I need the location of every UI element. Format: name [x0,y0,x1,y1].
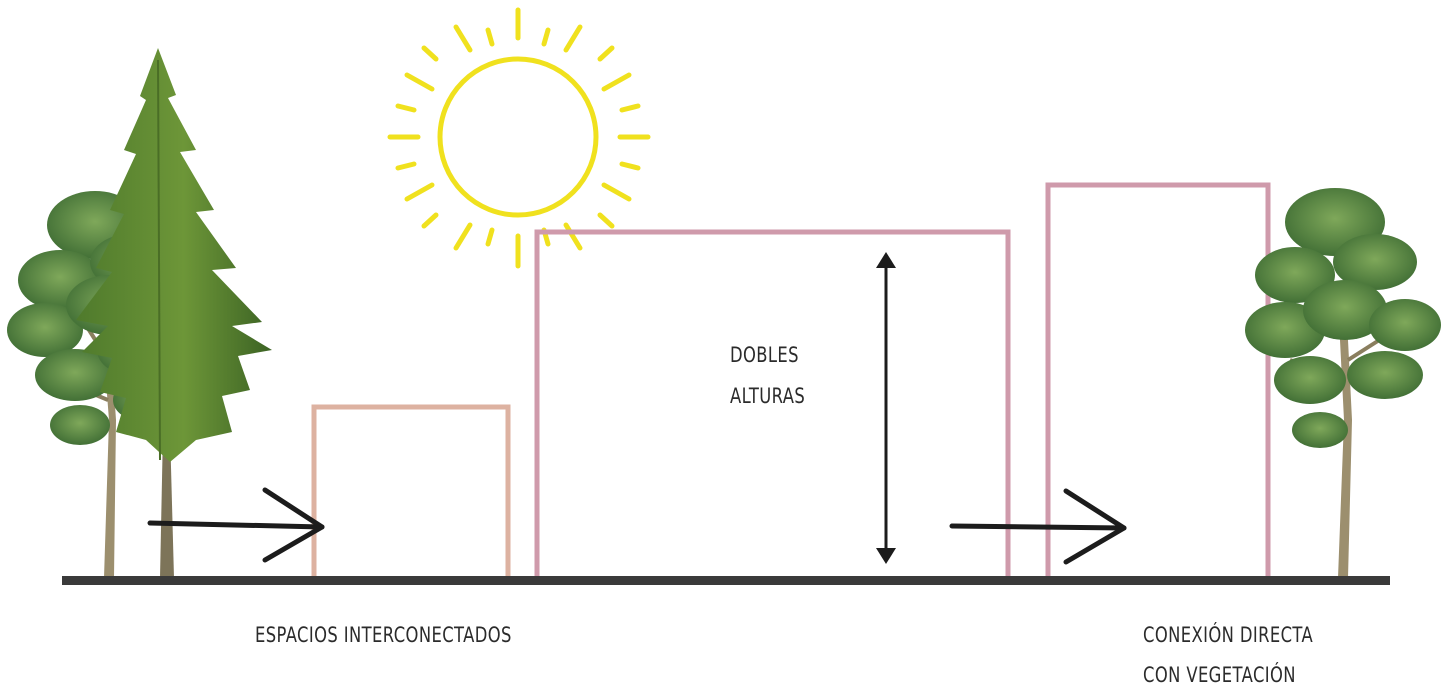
arrow-right-icon [147,487,325,563]
broadleaf-tree-icon [1245,188,1441,578]
right-volume [1045,182,1271,582]
small-volume [311,404,511,582]
conexion-directa-label-line1: CONEXIÓN DIRECTA [1143,623,1314,647]
dobles-alturas-label-line2: ALTURAS [730,384,806,408]
sun-icon [387,7,651,269]
double-arrow-vertical-icon [876,252,896,564]
espacios-interconectados-label: ESPACIOS INTERCONECTADOS [255,623,512,647]
dobles-alturas-label-line1: DOBLES [730,343,799,367]
ground-line [62,576,1390,585]
arrow-right-icon [949,488,1127,565]
pine-tree-icon [76,48,272,578]
conexion-directa-label-line2: CON VEGETACIÓN [1143,663,1296,687]
